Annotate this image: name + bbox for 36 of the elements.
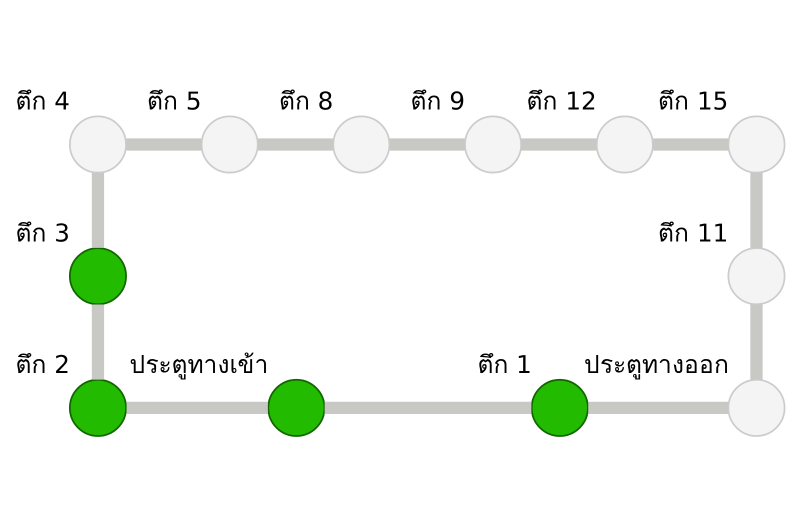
node-label: ประตูทางออก: [584, 350, 729, 380]
node-label: ตึก 15: [658, 86, 728, 116]
node-circle: [596, 115, 654, 174]
node-label: ตึก 11: [658, 218, 728, 248]
node-label: ตึก 3: [15, 218, 70, 248]
connector: [653, 138, 728, 151]
connector: [390, 138, 465, 151]
connector: [521, 138, 596, 151]
connector: [750, 304, 763, 380]
node-circle: [267, 378, 326, 437]
connector: [92, 304, 104, 380]
connector: [258, 138, 334, 151]
node-circle: [68, 115, 127, 174]
connector: [324, 402, 532, 414]
node-label: ตึก 9: [410, 86, 465, 116]
node-circle: [728, 247, 786, 306]
connector: [126, 402, 268, 414]
node-circle: [68, 378, 127, 437]
node-circle: [728, 378, 786, 437]
node-circle: [68, 247, 127, 306]
node-circle: [332, 115, 390, 174]
connector: [750, 172, 763, 248]
connector: [92, 172, 104, 248]
node-label: ประตูทางเข้า: [129, 350, 268, 380]
node-label: ตึก 12: [526, 86, 597, 116]
node-circle: [530, 378, 589, 437]
connector: [126, 138, 202, 151]
node-circle: [464, 115, 522, 174]
node-label: ตึก 1: [477, 350, 532, 380]
node-label: ตึก 5: [147, 86, 202, 116]
node-label: ตึก 8: [278, 86, 334, 116]
node-circle: [728, 115, 786, 174]
node-label: ตึก 4: [15, 86, 70, 116]
node-label: ตึก 2: [15, 350, 70, 380]
node-circle: [200, 115, 259, 174]
connector: [588, 402, 728, 414]
